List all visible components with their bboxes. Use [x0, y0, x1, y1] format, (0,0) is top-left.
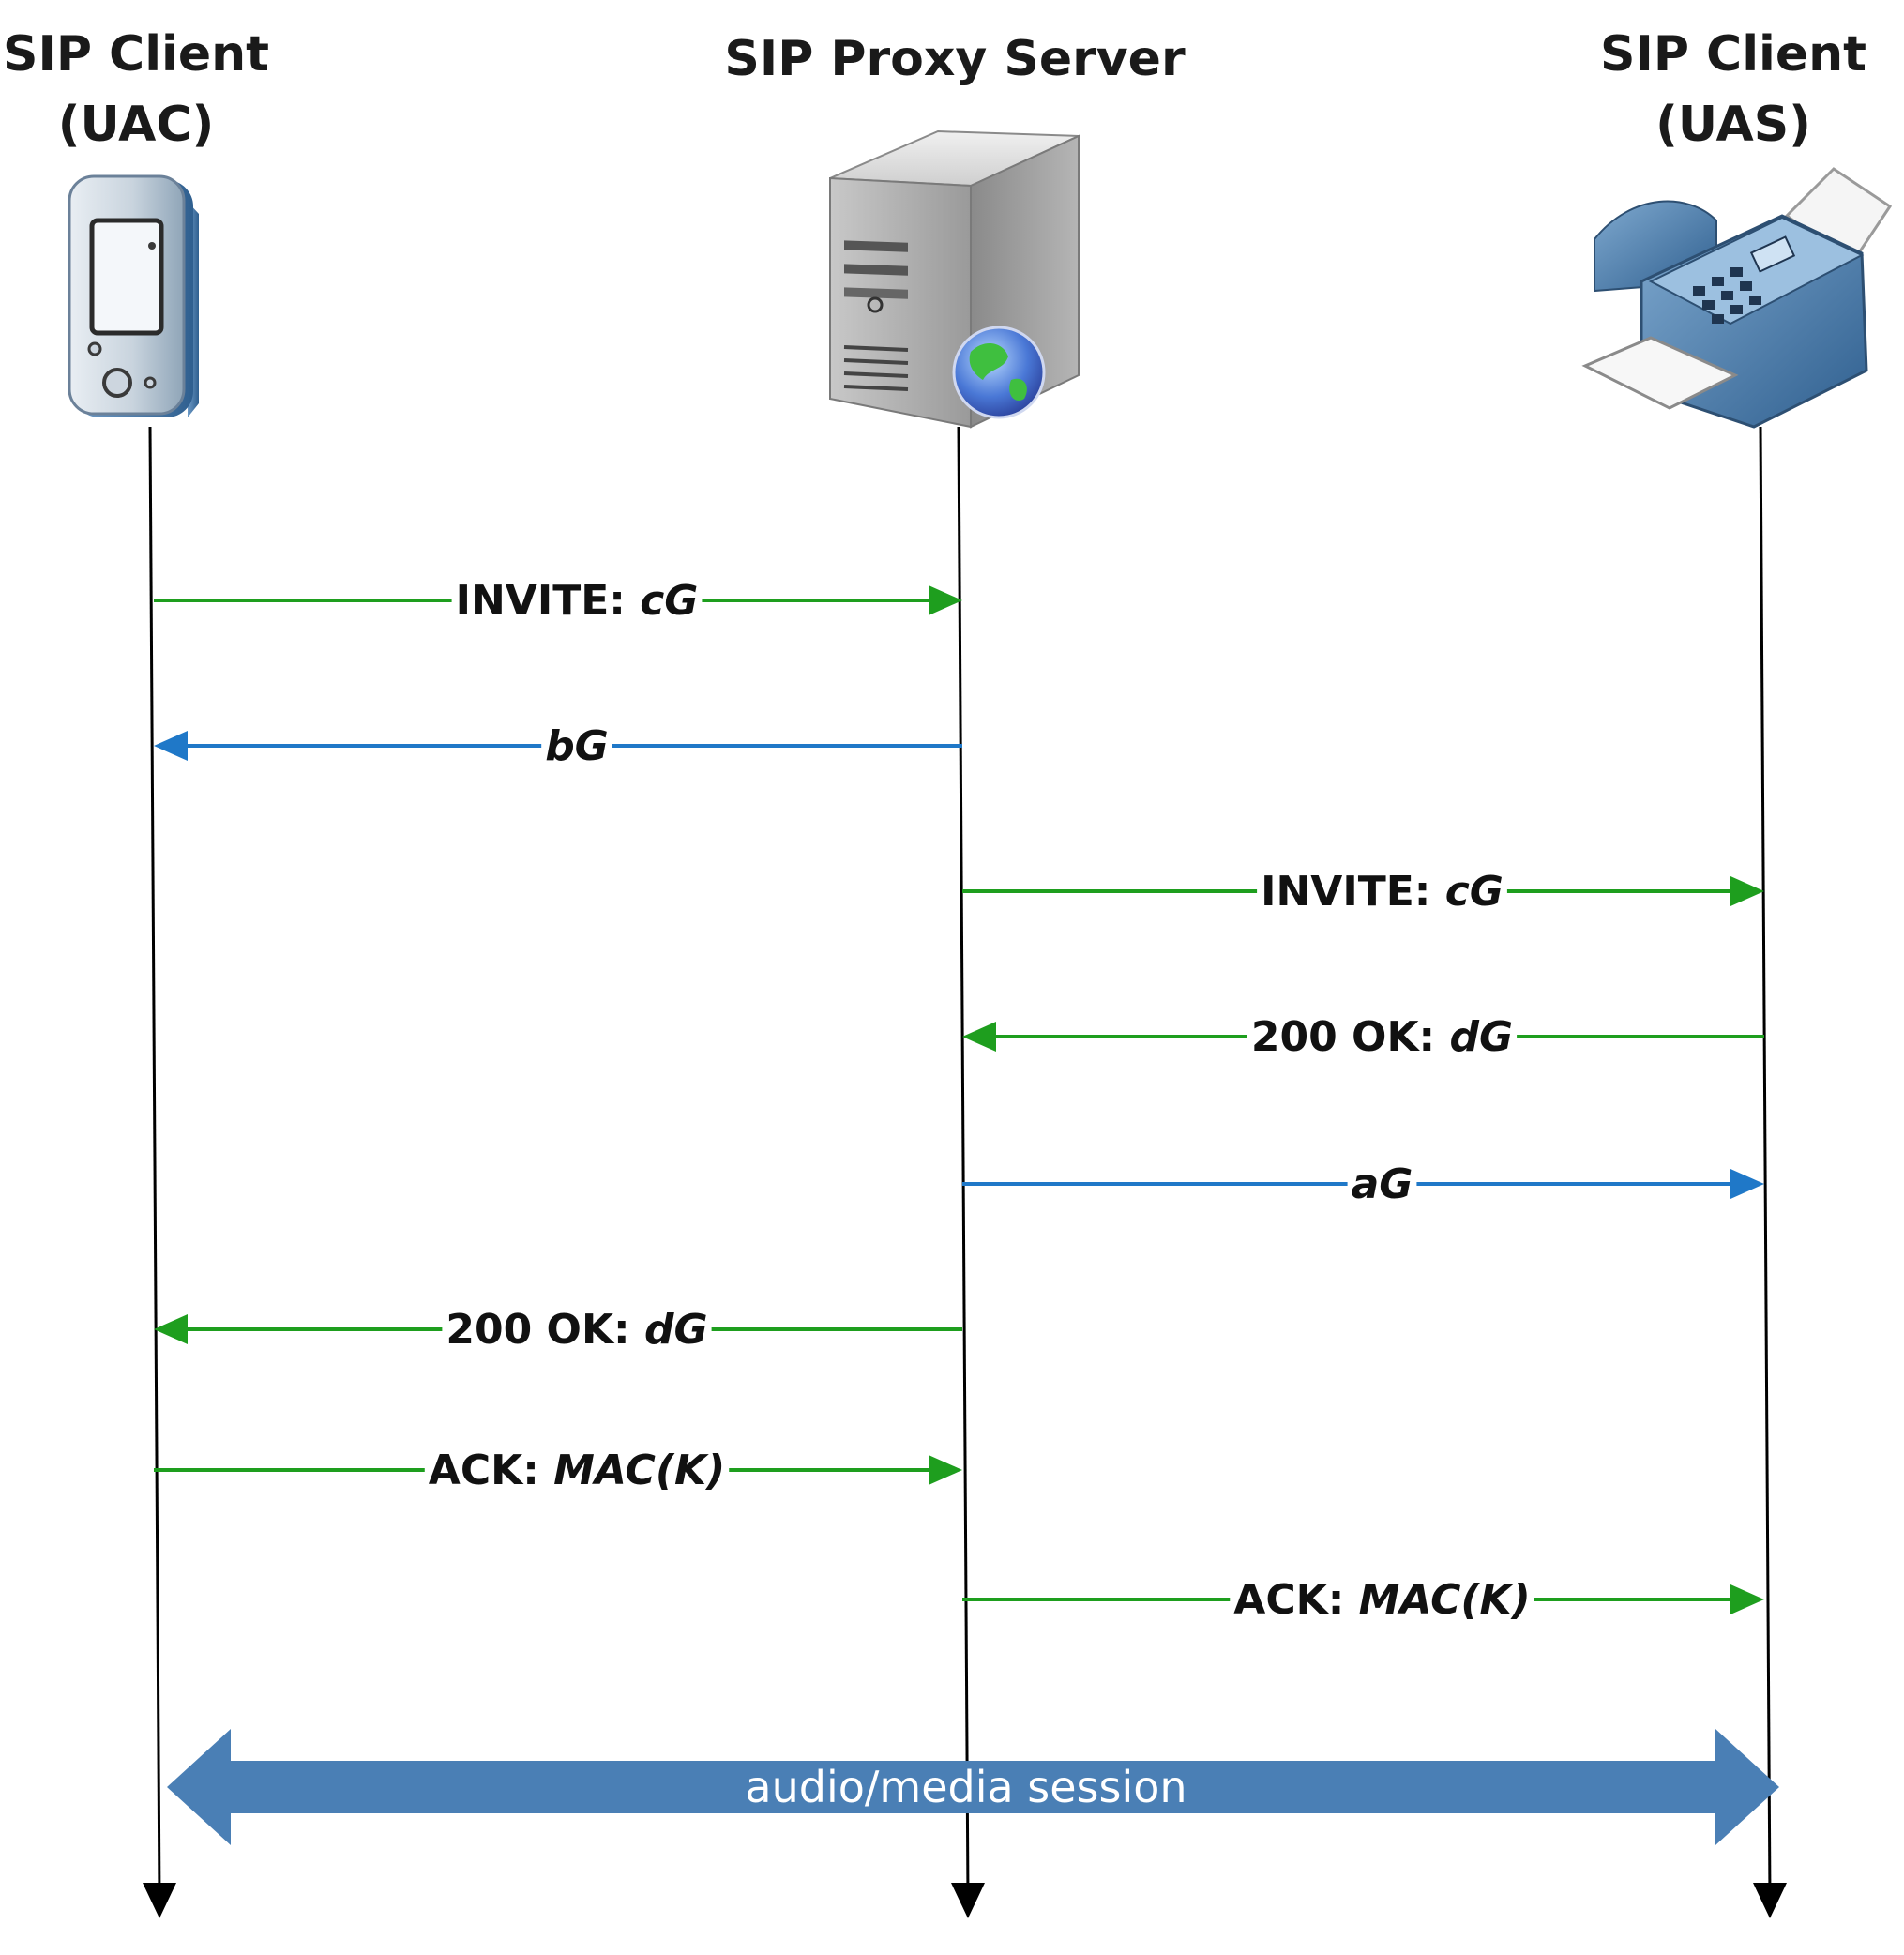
message-3: INVITE: cG: [962, 868, 1764, 916]
message-5: aG: [962, 1160, 1764, 1208]
message-1-term: cG: [640, 577, 698, 625]
message-4: 200 OK: dG: [962, 1013, 1764, 1061]
message-4-label: 200 OK: dG: [1251, 1013, 1513, 1061]
message-5-arrowhead: [1730, 1169, 1764, 1199]
message-6-label: 200 OK: dG: [446, 1306, 707, 1354]
message-1-label: INVITE: cG: [456, 577, 699, 625]
message-6-method: 200 OK:: [446, 1306, 644, 1354]
session-double-arrow: [167, 1729, 1779, 1845]
pda-phone-icon: [68, 174, 199, 417]
lifeline-uac: [148, 426, 161, 1901]
message-3-term: cG: [1445, 868, 1504, 916]
message-6-term: dG: [644, 1306, 708, 1354]
message-6: 200 OK: dG: [154, 1306, 962, 1354]
lifeline-uac-arrowhead: [143, 1883, 176, 1918]
message-3-label: INVITE: cG: [1261, 868, 1504, 916]
message-4-method: 200 OK:: [1251, 1013, 1450, 1061]
message-2-term: bG: [545, 722, 609, 770]
message-8: ACK: MAC(K): [962, 1576, 1764, 1624]
participant-uac-title: SIP Client (UAC): [3, 26, 269, 153]
lifeline-proxy-arrowhead: [951, 1883, 985, 1918]
message-5-term: aG: [1352, 1160, 1413, 1208]
participant-proxy-title-line1: SIP Proxy Server: [724, 31, 1186, 87]
message-2: bG: [154, 722, 962, 770]
message-1: INVITE: cG: [154, 577, 962, 625]
participant-uac-title-line1: SIP Client: [3, 26, 269, 83]
message-7-label: ACK: MAC(K): [429, 1447, 725, 1494]
lifeline-uas: [1759, 426, 1772, 1901]
participant-uas-title-line1: SIP Client: [1600, 26, 1866, 83]
message-8-arrowhead: [1730, 1584, 1764, 1614]
lifeline-uas-arrowhead: [1753, 1883, 1787, 1918]
message-6-arrowhead: [154, 1314, 188, 1344]
participant-uas-title: SIP Client (UAS): [1600, 26, 1866, 153]
message-4-arrowhead: [962, 1022, 996, 1052]
messages: INVITE: cG bG INVITE: cG 200 OK: dG aG 200 OK…: [154, 577, 1764, 1624]
message-2-arrowhead: [154, 731, 188, 761]
lifelines: [143, 426, 1787, 1918]
message-2-label: bG: [545, 722, 609, 770]
message-8-term: MAC(K): [1359, 1576, 1531, 1624]
message-7-method: ACK:: [429, 1447, 553, 1494]
message-7: ACK: MAC(K): [154, 1447, 962, 1494]
fax-machine-icon: [1581, 167, 1893, 429]
message-7-term: MAC(K): [553, 1447, 725, 1494]
message-1-method: INVITE:: [456, 577, 641, 625]
lifeline-proxy: [957, 426, 970, 1901]
message-3-arrowhead: [1730, 876, 1764, 906]
globe-icon: [952, 326, 1046, 419]
session-label: audio/media session: [745, 1762, 1186, 1812]
audio-media-session-band: audio/media session: [167, 1729, 1779, 1845]
message-1-arrowhead: [929, 585, 962, 615]
message-3-method: INVITE:: [1261, 868, 1445, 916]
web-server-icon: [829, 129, 1080, 429]
participant-uac-title-line2: (UAC): [58, 97, 215, 153]
participant-proxy-title: SIP Proxy Server: [724, 31, 1186, 87]
message-4-term: dG: [1449, 1013, 1513, 1061]
message-5-label: aG: [1352, 1160, 1413, 1208]
message-8-method: ACK:: [1233, 1576, 1358, 1624]
message-7-arrowhead: [929, 1455, 962, 1485]
participant-uas-title-line2: (UAS): [1655, 97, 1811, 153]
message-8-label: ACK: MAC(K): [1233, 1576, 1530, 1624]
